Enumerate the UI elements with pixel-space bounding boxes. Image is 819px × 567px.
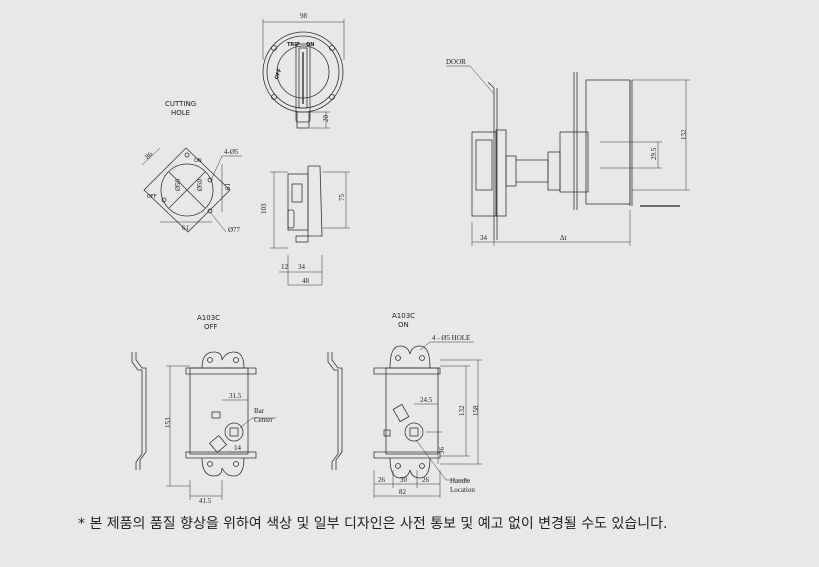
dim-132-door: 132 <box>680 129 688 140</box>
handle-location-1: Handle <box>450 477 470 485</box>
on-hole-note: 4 - Ø5 HOLE <box>432 334 470 342</box>
dim-103: 103 <box>260 203 268 214</box>
dim-132-on: 132 <box>458 405 466 416</box>
off-view-drawing: A103C OFF 153 31.5 14 41.5 Bar Center <box>131 314 276 505</box>
dim-26-b: 26 <box>422 476 430 484</box>
dim-delta-t: Δt <box>560 234 567 242</box>
dim-d50-a: Ø50 <box>174 178 182 191</box>
dim-d50-b: Ø50 <box>196 178 204 191</box>
dim-30: 30 <box>400 476 408 484</box>
dim-158: 158 <box>472 405 480 416</box>
dial-trip-text: TRIP <box>287 42 300 48</box>
dim-153: 153 <box>164 417 172 428</box>
footnote: * 본 제품의 품질 향상을 위하여 색상 및 일부 디자인은 사전 통보 및 … <box>78 516 668 532</box>
hole-on-label: ON <box>194 158 202 164</box>
dial-off-text: OFF <box>274 68 283 80</box>
hole-note-4-5: 4-Ø5 <box>224 148 239 156</box>
dim-61-bottom: 61 <box>182 224 190 232</box>
off-title-2: OFF <box>204 323 218 331</box>
dim-14: 14 <box>234 444 242 452</box>
cutting-hole-title-2: HOLE <box>171 109 190 117</box>
dim-26-a: 26 <box>378 476 386 484</box>
dim-98: 98 <box>300 12 308 20</box>
dim-34-side: 34 <box>298 263 306 271</box>
dim-295: 29.5 <box>650 147 658 160</box>
side-view-drawing: 103 75 12 34 48 <box>260 165 350 286</box>
dim-20: 20 <box>322 115 330 123</box>
dim-245: 24.5 <box>420 396 433 404</box>
dim-75: 75 <box>338 194 346 202</box>
dim-61-side: 61 <box>224 183 232 191</box>
dim-86: 86 <box>144 150 155 161</box>
on-view-drawing: A103C ON 4 - Ø5 HOLE 24.5 132 158 36 <box>327 312 482 498</box>
handle-location-2: Location <box>450 486 475 494</box>
off-title-1: A103C <box>197 314 220 322</box>
door-assembly-drawing: DOOR 132 29.5 34 Δt <box>446 58 690 246</box>
on-title-2: ON <box>398 321 409 329</box>
hole-off-label: OFF <box>147 194 157 200</box>
bar-center-2: Center <box>254 416 273 424</box>
cutting-hole-title-1: CUTTING <box>165 100 196 108</box>
door-label: DOOR <box>446 58 466 66</box>
dim-48: 48 <box>302 277 310 285</box>
dim-12: 12 <box>281 263 289 271</box>
dial-on-text: ON <box>306 42 314 48</box>
dim-34-door: 34 <box>480 234 488 242</box>
cutting-hole-drawing: CUTTING HOLE 86 4-Ø5 ON OFF Ø50 Ø50 61 6… <box>141 100 242 234</box>
bar-center-1: Bar <box>254 407 265 415</box>
dim-415: 41.5 <box>199 497 212 505</box>
dim-315: 31.5 <box>229 392 242 400</box>
dim-36: 36 <box>438 447 446 455</box>
dim-82: 82 <box>399 488 407 496</box>
on-title-1: A103C <box>392 312 415 320</box>
dim-d77: Ø77 <box>228 226 241 234</box>
top-view-drawing: 98 TRIP ON OFF 20 <box>262 12 345 129</box>
